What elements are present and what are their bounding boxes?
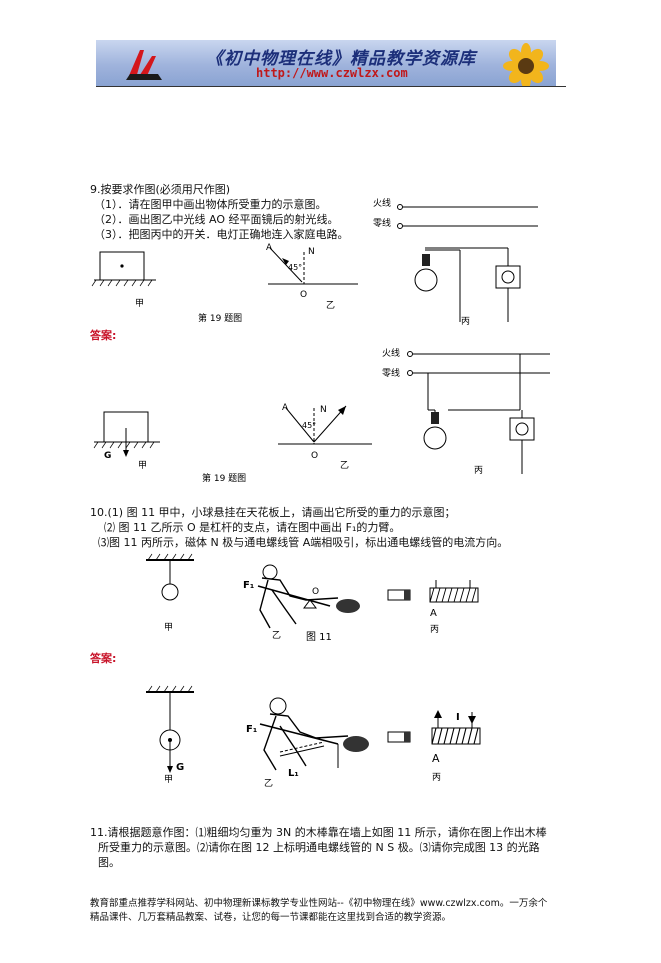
q9-ans-angle: 45° xyxy=(302,421,316,430)
q10-magnet-figure xyxy=(387,589,411,601)
q10-hanging-ball-figure xyxy=(146,553,194,601)
q10-ans-lever-figure xyxy=(259,697,369,771)
q9-lamp-icon xyxy=(414,249,461,322)
q10-lever-figure xyxy=(257,564,360,629)
q9-ans-point-n: N xyxy=(320,405,327,415)
q10-ans-hanging-ball-figure xyxy=(146,685,194,773)
q9-label-jia: 甲 xyxy=(135,298,144,309)
q9-ans-point-a: A xyxy=(282,403,289,413)
header-rule xyxy=(96,86,566,87)
q9-ans-neutral-wire-label: 零线 xyxy=(382,367,400,379)
q10-answer-figure: G 甲 F₁ L₁ 乙 I A 丙 xyxy=(146,685,481,789)
q10-line-2: ⑵ 图 11 乙所示 O 是杠杆的支点，请在图中画出 F₁的力臂。 xyxy=(104,521,401,534)
q10-label-f1: F₁ xyxy=(243,580,254,591)
q9-switch-icon xyxy=(425,247,521,322)
q9-caption: 第 19 题图 xyxy=(198,312,242,324)
q10-ans-label-l1: L₁ xyxy=(288,768,299,779)
q9-figure: 火线 零线 丙 甲 A N 45° O xyxy=(91,197,538,327)
q9-ans-label-g: G xyxy=(104,451,111,461)
q9-label-bing: 丙 xyxy=(461,316,470,327)
q10-label-a: A xyxy=(430,608,437,619)
q10-ans-solenoid-icon xyxy=(431,710,481,745)
q9-stem: 9.按要求作图(必须用尺作图) xyxy=(90,183,231,196)
q9-ans-switch-icon xyxy=(509,410,535,474)
q10-label-o: O xyxy=(312,587,319,597)
q10-label-bing: 丙 xyxy=(430,624,439,635)
q9-item-1: （1）．请在图甲中画出物体所受重力的示意图。 xyxy=(94,198,327,211)
site-logo xyxy=(126,50,162,80)
q9-neutral-wire-label: 零线 xyxy=(373,217,391,229)
q9-ans-label-bing: 丙 xyxy=(474,465,483,476)
q10-ans-label-yi: 乙 xyxy=(264,778,273,789)
q10-label-yi: 乙 xyxy=(272,630,281,641)
q9-ans-live-wire-label: 火线 xyxy=(382,347,400,359)
q9-point-o: O xyxy=(300,290,307,300)
q10-line-3: ⑶图 11 丙所示，磁体 N 极与通电螺线管 A端相吸引，标出通电螺线管的电流方… xyxy=(98,536,509,549)
footer-line-1: 教育部重点推荐学科网站、初中物理新课标教学专业性网站--《初中物理在线》www.… xyxy=(90,898,548,909)
q10-answer-label: 答案: xyxy=(90,652,117,665)
q9-point-n: N xyxy=(308,247,315,257)
q9-ans-block-figure xyxy=(93,411,160,457)
q10-caption: 图 11 xyxy=(306,631,332,642)
q9-answer-label: 答案: xyxy=(90,329,117,342)
q9-angle: 45° xyxy=(288,263,302,272)
q9-ans-mirror-figure xyxy=(278,405,372,445)
q11-line-2: 所受重力的示意图。⑵请你在图 12 上标明通电螺线管的 N S 极。⑶请你完成图… xyxy=(98,841,540,854)
q11-line-3: 图。 xyxy=(98,856,120,869)
q10-ans-label-a: A xyxy=(432,752,440,765)
q9-ans-caption: 第 19 题图 xyxy=(202,472,246,484)
q9-label-yi: 乙 xyxy=(326,300,335,311)
q10-ans-label-g: G xyxy=(176,762,184,773)
q10-ans-label-jia: 甲 xyxy=(164,774,173,785)
q9-live-wire-label: 火线 xyxy=(373,197,391,209)
q9-block-figure xyxy=(91,251,156,287)
sunflower-image xyxy=(503,43,549,86)
q9-mirror-figure xyxy=(268,247,358,285)
header-title: 《初中物理在线》精品教学资源库 xyxy=(206,49,476,69)
q9-answer-figure: 火线 零线 丙 G 甲 A N xyxy=(93,347,550,484)
header-url: http://www.czwlzx.com xyxy=(256,66,408,80)
q10-figure: 甲 F₁ O 乙 图 11 A 丙 xyxy=(146,553,479,642)
footer-line-2: 精品课件、几万套精品教案、试卷，让您的每一节课都能在这里找到合适的教学资源。 xyxy=(90,912,452,923)
q10-line-1: 10.(1) 图 11 甲中，小球悬挂在天花板上，请画出它所受的重力的示意图； xyxy=(90,506,456,519)
q10-label-jia: 甲 xyxy=(164,622,173,633)
q9-ans-point-o: O xyxy=(311,451,318,461)
q10-ans-label-f1: F₁ xyxy=(246,724,257,735)
q10-solenoid-icon xyxy=(429,580,479,603)
q11-line-1: 11.请根据题意作图：⑴粗细均匀重为 3N 的木棒靠在墙上如图 11 所示，请你… xyxy=(90,826,547,839)
q9-point-a: A xyxy=(266,243,273,253)
q9-ans-label-jia: 甲 xyxy=(138,460,147,471)
q9-item-2: （2）．画出图乙中光线 AO 经平面镜后的射光线。 xyxy=(94,213,339,226)
q10-ans-label-i: I xyxy=(456,712,460,723)
q9-item-3: （3）．把图丙中的开关．电灯正确地连入家庭电路。 xyxy=(94,228,349,241)
q10-ans-label-bing: 丙 xyxy=(432,772,441,783)
q10-ans-magnet-figure xyxy=(387,731,411,743)
q9-ans-label-yi: 乙 xyxy=(340,460,349,471)
header-banner: 《初中物理在线》精品教学资源库 http://www.czwlzx.com xyxy=(96,40,556,86)
q9-ans-lamp-icon xyxy=(423,409,447,450)
